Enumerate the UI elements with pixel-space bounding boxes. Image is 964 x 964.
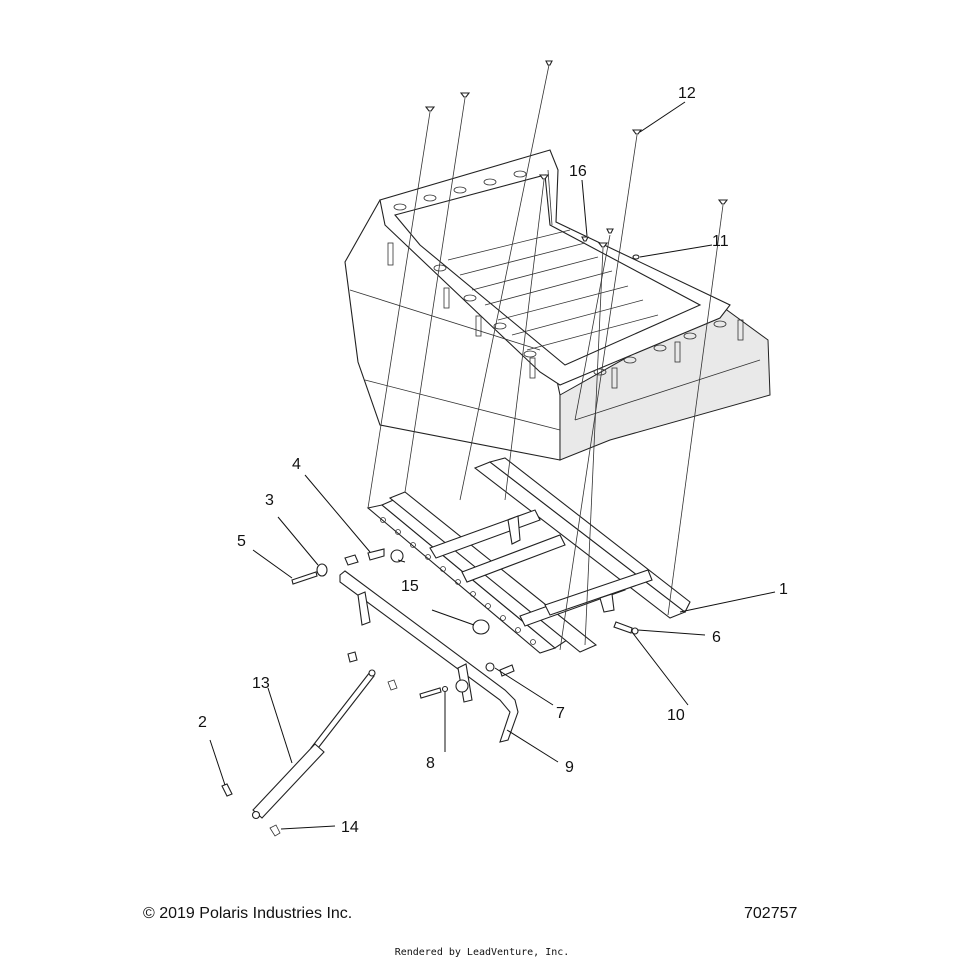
callout-13: 13 — [252, 675, 270, 692]
callout-labels: 1 2 3 4 5 6 7 8 9 10 11 12 13 14 15 16 — [198, 85, 788, 836]
cargo-box[interactable] — [344, 149, 771, 461]
callout-11: 11 — [712, 233, 729, 250]
callout-5: 5 — [237, 533, 246, 550]
callout-3: 3 — [265, 492, 274, 509]
callout-9: 9 — [565, 759, 574, 776]
callout-16: 16 — [569, 163, 587, 180]
callout-8: 8 — [426, 755, 435, 772]
leader-lines — [209, 101, 776, 830]
frame-rail-assembly[interactable] — [366, 457, 691, 654]
callout-2: 2 — [198, 714, 207, 731]
callout-1: 1 — [779, 581, 788, 598]
gas-strut[interactable] — [251, 669, 376, 820]
callout-14: 14 — [341, 819, 359, 836]
hardware — [221, 60, 729, 837]
callout-6: 6 — [712, 629, 721, 646]
copyright-text: © 2019 Polaris Industries Inc. — [143, 905, 353, 922]
callout-15: 15 — [401, 578, 419, 595]
callout-10: 10 — [667, 707, 685, 724]
diagram-number: 702757 — [744, 905, 798, 922]
rendered-by-text: Rendered by LeadVenture, Inc. — [394, 947, 570, 958]
callout-12: 12 — [678, 85, 696, 102]
callout-7: 7 — [556, 705, 565, 722]
alignment-lines — [367, 64, 724, 651]
callout-4: 4 — [292, 456, 301, 473]
